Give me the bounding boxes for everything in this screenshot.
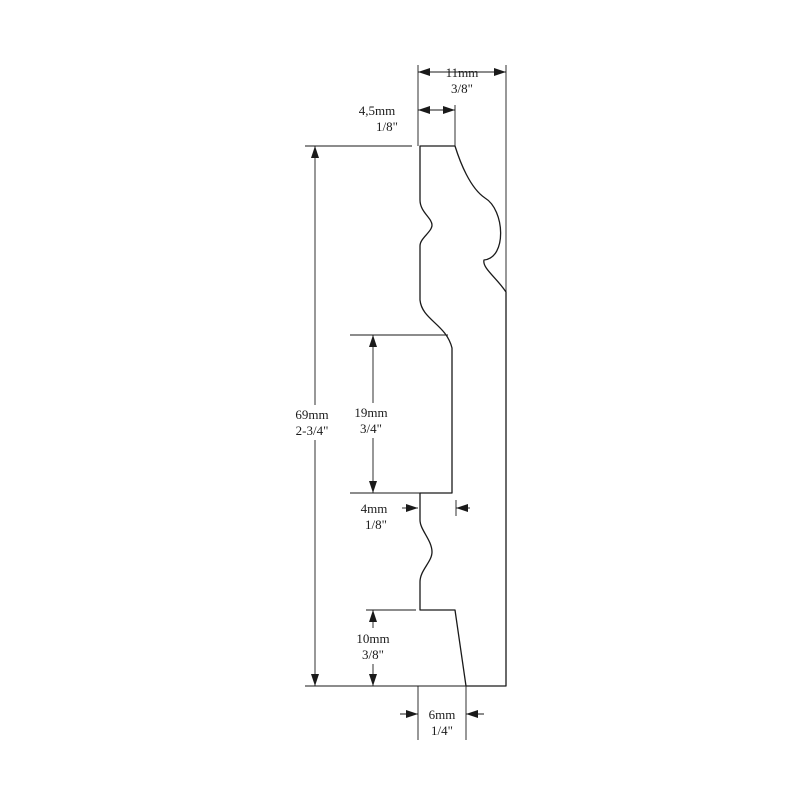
dimension-top-step: 4,5mm 1/8"	[359, 103, 455, 134]
bottom-width-metric-label: 6mm	[429, 707, 456, 722]
top-step-imperial-label: 1/8"	[376, 119, 398, 134]
top-step-metric-label: 4,5mm	[359, 103, 395, 118]
groove-height-metric-label: 19mm	[354, 405, 387, 420]
dimension-bottom-width: 6mm 1/4"	[400, 707, 484, 738]
bottom-width-imperial-label: 1/4"	[431, 723, 453, 738]
groove-depth-imperial-label: 1/8"	[365, 517, 387, 532]
bottom-height-imperial-label: 3/8"	[362, 647, 384, 662]
molding-profile-outline	[419, 145, 507, 687]
total-depth-metric-label: 11mm	[446, 65, 479, 80]
total-depth-imperial-label: 3/8"	[451, 81, 473, 96]
groove-depth-metric-label: 4mm	[361, 501, 388, 516]
total-height-metric-label: 69mm	[295, 407, 328, 422]
groove-height-imperial-label: 3/4"	[360, 421, 382, 436]
dimension-total-depth: 11mm 3/8"	[418, 65, 506, 96]
dimension-total-height: 69mm 2-3/4"	[295, 146, 329, 686]
dimension-groove-height: 19mm 3/4"	[354, 335, 388, 493]
extension-lines	[305, 65, 507, 740]
dimension-groove-depth: 4mm 1/8"	[361, 501, 470, 532]
dimension-bottom-height: 10mm 3/8"	[356, 610, 390, 686]
bottom-height-metric-label: 10mm	[356, 631, 389, 646]
total-height-imperial-label: 2-3/4"	[296, 423, 329, 438]
